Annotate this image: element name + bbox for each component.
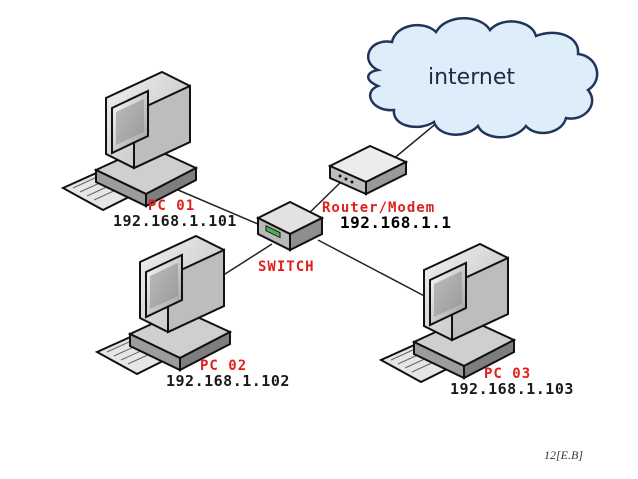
switch-name: SWITCH	[258, 259, 315, 275]
pc-03-ip: 192.168.1.103	[450, 380, 574, 398]
router-icon	[327, 144, 409, 196]
pc-03-icon	[380, 243, 515, 383]
switch-icon	[255, 200, 325, 252]
pc-01-ip: 192.168.1.101	[113, 212, 237, 230]
internet-cloud-icon	[367, 17, 599, 139]
router-name: Router/Modem	[322, 200, 435, 216]
pc-03-name: PC 03	[484, 366, 531, 382]
pc-02-ip: 192.168.1.102	[166, 372, 290, 390]
pc-01-icon	[62, 71, 197, 211]
footer-label: 12[E.B]	[544, 448, 583, 462]
pc-02-name: PC 02	[200, 358, 247, 374]
cloud-label: internet	[428, 65, 515, 90]
pc-02-icon	[96, 235, 231, 375]
router-ip: 192.168.1.1	[340, 213, 451, 232]
pc-01-name: PC 01	[148, 198, 195, 214]
